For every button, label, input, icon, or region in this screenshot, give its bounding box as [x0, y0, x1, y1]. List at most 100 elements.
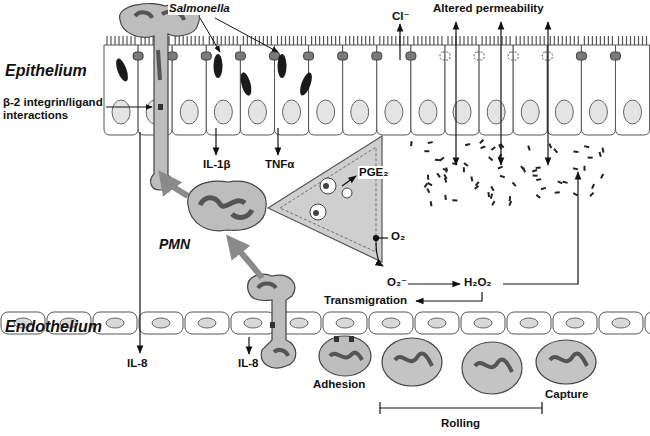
microvillus: [584, 36, 585, 45]
pmn-nucleus-lobes: [200, 198, 252, 218]
flux-arrows: [400, 22, 548, 165]
salmonella: [114, 57, 131, 83]
endothelial-cell: [415, 312, 459, 334]
granule-core: [313, 210, 319, 216]
microvillus: [311, 36, 312, 45]
il1b-arrow: [215, 128, 216, 155]
particle: [479, 139, 484, 144]
endothelial-cell: [507, 312, 551, 334]
pmn-nucleus-lobes: [258, 284, 288, 357]
il8-arrow: [139, 132, 140, 353]
particle: [452, 199, 457, 201]
microvillus: [494, 36, 495, 45]
microvillus: [114, 36, 115, 45]
microvillus: [588, 36, 589, 45]
microvillus: [630, 36, 631, 45]
microvillus: [373, 36, 374, 45]
microvillus: [379, 36, 380, 45]
particle: [563, 181, 568, 184]
particle: [533, 174, 538, 176]
microvillus: [229, 36, 230, 45]
particle: [527, 145, 530, 150]
pmn-nucleus-lobes: [135, 12, 184, 80]
microvillus: [646, 36, 647, 45]
particle: [573, 192, 578, 196]
label: Endothelium: [4, 318, 103, 336]
salmonella: [278, 54, 287, 78]
particle: [490, 186, 494, 191]
microvillus: [502, 36, 503, 45]
cell-nucleus: [555, 100, 573, 124]
microvillus: [634, 36, 635, 45]
tight-junction: [611, 52, 621, 60]
microvillus: [297, 36, 298, 45]
particle: [541, 187, 546, 190]
microvillus: [467, 36, 468, 45]
particle: [490, 194, 493, 199]
bracket-line: [380, 407, 542, 408]
microvillus: [600, 36, 601, 45]
microvillus: [421, 36, 422, 45]
particle: [435, 159, 440, 161]
microvillus: [574, 36, 575, 45]
microvillus: [353, 36, 354, 45]
cell-nucleus: [152, 318, 170, 328]
bracket-tick: [541, 402, 542, 414]
microvillus: [293, 36, 294, 45]
cell-nucleus: [521, 100, 539, 124]
microvillus: [126, 36, 127, 45]
endothelial-cell: [553, 312, 597, 334]
microvillus: [540, 36, 541, 45]
label: Salmonella: [168, 2, 231, 15]
microvillus: [305, 36, 306, 45]
microvillus: [285, 36, 286, 45]
migration-arrow: [164, 178, 188, 196]
microvillus: [118, 36, 119, 45]
microvillus: [369, 36, 370, 45]
microvillus: [130, 36, 131, 45]
microvillus: [199, 36, 200, 45]
microvillus: [570, 36, 571, 45]
microvillus: [106, 36, 107, 45]
label: H₂O₂: [463, 276, 492, 289]
opened-tight-junction: [440, 52, 450, 60]
tight-junction: [372, 52, 382, 60]
microvillus: [191, 36, 192, 45]
microvillus: [345, 36, 346, 45]
particle: [512, 182, 517, 187]
microvillus: [267, 36, 268, 45]
microvillus: [550, 36, 551, 45]
microvillus: [638, 36, 639, 45]
epithelial-cells: [104, 36, 650, 135]
pmn-nucleus-lobes: [395, 354, 432, 366]
microvillus: [349, 36, 350, 45]
cell-nucleus: [317, 100, 335, 124]
h2o2-transmigration-arrow: [416, 292, 482, 301]
particle: [498, 166, 503, 170]
cell-nucleus: [385, 100, 403, 124]
microvillus: [289, 36, 290, 45]
microvillus: [441, 36, 442, 45]
microvillus: [516, 36, 517, 45]
microvillus: [339, 36, 340, 45]
il8-arrow: [248, 337, 249, 354]
bracket-tick: [379, 402, 380, 414]
microvillus: [433, 36, 434, 45]
label: PGE₂: [358, 166, 389, 179]
particle: [491, 200, 495, 205]
particle: [591, 184, 595, 189]
pge2-arrow: [342, 176, 356, 186]
tight-junction: [201, 52, 211, 60]
cell-nucleus: [474, 318, 492, 328]
rolling-bracket: [380, 402, 542, 414]
microvillus: [301, 36, 302, 45]
microvillus: [429, 36, 430, 45]
microvillus: [471, 36, 472, 45]
microvillus: [459, 36, 460, 45]
granule: [342, 188, 352, 198]
integrin-leader: [106, 107, 152, 108]
microvillus: [604, 36, 605, 45]
tight-junction: [167, 52, 177, 60]
microvillus: [437, 36, 438, 45]
